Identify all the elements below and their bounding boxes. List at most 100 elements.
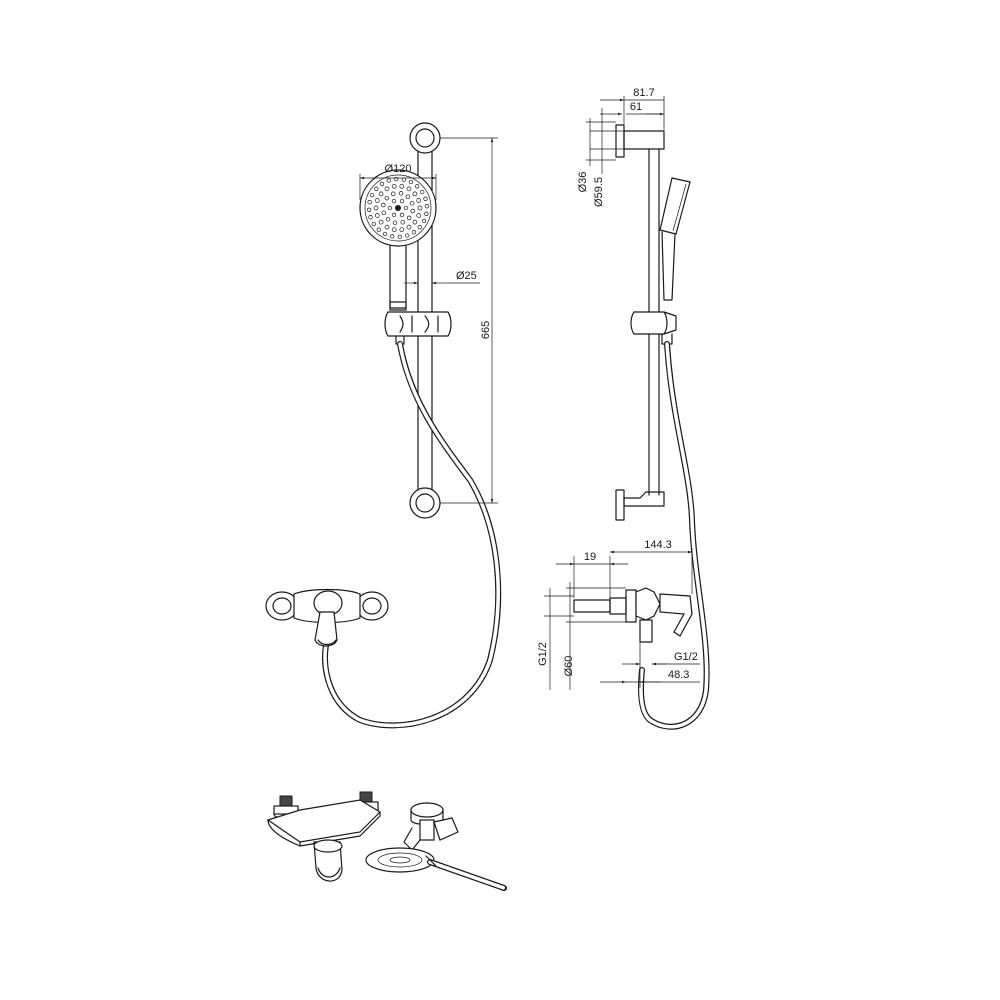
nozzle xyxy=(391,198,397,204)
nozzle xyxy=(373,205,379,211)
side-hose-winding xyxy=(639,342,709,729)
nozzle xyxy=(367,200,372,205)
dim-mixer-depths: 19 144.3 xyxy=(556,539,693,598)
nozzle xyxy=(406,224,412,230)
nozzle xyxy=(368,215,373,220)
nozzle xyxy=(399,212,405,218)
iso-mixer-body xyxy=(266,799,381,882)
isometric-view xyxy=(266,791,507,891)
nozzle xyxy=(391,227,397,233)
side-view: 81.7 61 Ø36 Ø59.5 19 xyxy=(537,87,710,730)
nozzle xyxy=(421,218,427,224)
nozzle xyxy=(403,205,409,211)
iso-hand-shower-handle xyxy=(425,855,507,891)
nozzle xyxy=(391,212,397,218)
side-top-bracket xyxy=(615,124,665,158)
dim-rail-diameter-label: Ø25 xyxy=(456,270,477,282)
nozzle xyxy=(416,198,422,203)
nozzle xyxy=(412,191,418,197)
side-bottom-bracket xyxy=(615,489,665,521)
nozzle xyxy=(409,200,415,206)
side-hand-shower xyxy=(659,177,691,301)
dim-bracket-diameters: Ø36 Ø59.5 xyxy=(577,108,624,207)
mixer-side-view xyxy=(573,587,693,643)
dim-projection-bracket: 61 xyxy=(600,101,664,116)
nozzle xyxy=(400,219,406,225)
nozzle xyxy=(412,219,418,225)
nozzle xyxy=(392,220,398,225)
hand-shower-handle xyxy=(389,237,407,311)
nozzle xyxy=(415,184,420,189)
hose-winding xyxy=(323,342,500,728)
dim-head-diameter: Ø120 xyxy=(359,163,437,200)
dim-projection-bracket-label: 61 xyxy=(630,101,642,113)
nozzle xyxy=(397,234,402,240)
nozzle xyxy=(410,208,415,214)
dim-rose-diameter-label: Ø59.5 xyxy=(593,177,605,207)
nozzle xyxy=(424,204,430,209)
nozzle xyxy=(398,191,404,196)
nozzle xyxy=(386,178,391,183)
nozzle xyxy=(382,231,388,237)
dim-rail-length: 665 xyxy=(440,137,498,504)
mixer-front-view xyxy=(265,588,389,647)
nozzle xyxy=(405,233,410,238)
front-view: Ø120 Ø25 665 xyxy=(265,122,502,729)
nozzle xyxy=(399,183,405,189)
nozzle xyxy=(374,213,380,218)
dim-mixer-inlet: G1/2 Ø60 xyxy=(537,582,626,690)
nozzle xyxy=(379,181,385,186)
nozzle xyxy=(384,224,390,230)
dim-mixer-rose-label: Ø60 xyxy=(563,656,575,677)
shower-head-face xyxy=(359,169,437,247)
rail-slider xyxy=(384,311,452,345)
dim-bracket-diameter-label: Ø36 xyxy=(577,172,589,193)
top-wall-bracket xyxy=(409,122,441,154)
nozzle xyxy=(384,186,390,192)
nozzle xyxy=(406,186,412,192)
dim-projection-total-label: 81.7 xyxy=(633,87,654,99)
dim-head-diameter-label: Ø120 xyxy=(385,163,412,175)
dim-rail-length-label: 665 xyxy=(480,321,492,339)
nozzle xyxy=(420,189,425,195)
nozzle xyxy=(423,196,428,201)
nozzle xyxy=(416,213,422,218)
nozzle xyxy=(408,179,414,185)
nozzle xyxy=(378,191,384,197)
nozzle xyxy=(399,227,405,233)
dim-outlet-depth-label: 48.3 xyxy=(668,669,689,681)
nozzle-center xyxy=(395,205,401,211)
iso-shower-head xyxy=(365,847,435,873)
dim-mixer-outlet: G1/2 48.3 xyxy=(600,642,700,688)
dim-rail-diameter: Ø25 xyxy=(404,270,480,285)
nozzle xyxy=(390,234,395,239)
nozzle xyxy=(378,219,384,225)
nozzle xyxy=(384,195,390,201)
nozzle xyxy=(417,205,423,211)
dim-overall-depth-label: 144.3 xyxy=(644,539,672,551)
bottom-wall-bracket xyxy=(409,487,441,519)
nozzle xyxy=(366,207,372,212)
dim-outlet-thread-label: G1/2 xyxy=(674,651,698,663)
shower-hose xyxy=(322,341,502,729)
side-slider xyxy=(630,311,677,345)
dim-inlet-depth-label: 19 xyxy=(584,551,596,563)
nozzle xyxy=(387,205,393,211)
nozzle xyxy=(390,191,396,197)
nozzle xyxy=(405,194,411,200)
nozzle xyxy=(374,198,380,203)
nozzle xyxy=(376,227,381,232)
nozzle xyxy=(399,198,405,204)
nozzle xyxy=(417,225,422,230)
nozzle xyxy=(385,216,391,222)
nozzle xyxy=(391,183,397,189)
dim-projection-total: 81.7 xyxy=(600,87,665,130)
nozzle xyxy=(411,230,417,235)
nozzle xyxy=(406,215,412,221)
nozzle xyxy=(369,192,375,198)
nozzle xyxy=(381,202,386,208)
nozzle xyxy=(374,186,379,191)
nozzle xyxy=(371,221,376,227)
nozzle xyxy=(424,211,429,216)
